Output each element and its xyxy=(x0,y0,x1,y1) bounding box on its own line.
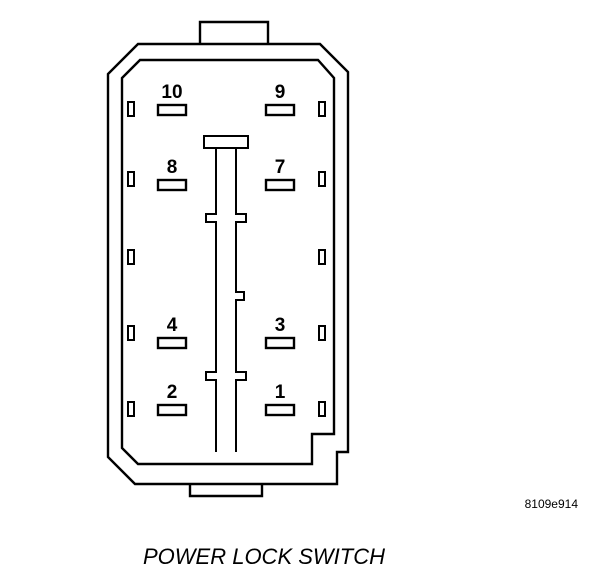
connector-housing-inner xyxy=(120,58,336,466)
side-nub xyxy=(318,171,326,187)
side-nub xyxy=(127,325,135,341)
latch-cap xyxy=(203,135,249,149)
connector-bottom-tab xyxy=(188,484,264,498)
side-nub xyxy=(318,401,326,417)
pin-labels: 10 9 8 7 4 3 2 1 xyxy=(161,82,285,403)
pin-pads xyxy=(156,103,296,417)
pin-9-label: 9 xyxy=(275,82,286,103)
side-nub xyxy=(318,249,326,265)
pin-9-pad xyxy=(264,103,296,117)
pin-7-pad xyxy=(264,178,296,192)
pin-8-label: 8 xyxy=(167,157,178,178)
latch-right-bar xyxy=(235,148,247,452)
pin-4-pad xyxy=(156,336,188,350)
latch-left-bar xyxy=(205,148,217,452)
side-nub xyxy=(318,101,326,117)
pin-3-label: 3 xyxy=(275,315,286,336)
side-nub xyxy=(127,101,135,117)
side-nub xyxy=(318,325,326,341)
connector-housing-outer xyxy=(106,42,350,486)
reference-code: 8109e914 xyxy=(525,497,579,511)
side-nubs xyxy=(127,101,326,417)
pin-3-pad xyxy=(264,336,296,350)
pin-1-label: 1 xyxy=(275,382,286,403)
pin-10-label: 10 xyxy=(161,82,182,103)
side-nub xyxy=(127,171,135,187)
side-nub xyxy=(127,401,135,417)
connector-top-tab xyxy=(198,20,270,44)
pin-1-pad xyxy=(264,403,296,417)
latch-channel xyxy=(203,135,249,452)
pin-8-pad xyxy=(156,178,188,192)
diagram-caption: POWER LOCK SWITCH xyxy=(143,544,385,569)
side-nub xyxy=(127,249,135,265)
pin-2-label: 2 xyxy=(167,382,178,403)
pin-4-label: 4 xyxy=(167,315,178,336)
pin-2-pad xyxy=(156,403,188,417)
pin-10-pad xyxy=(156,103,188,117)
pin-7-label: 7 xyxy=(275,157,286,178)
